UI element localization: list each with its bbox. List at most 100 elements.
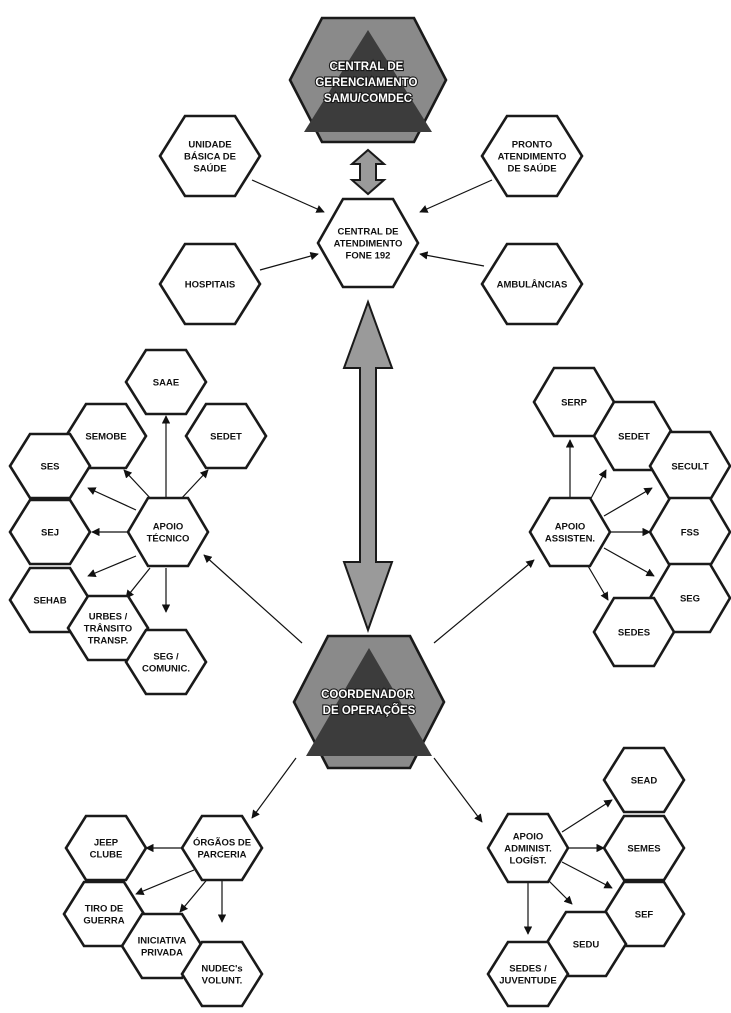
double-arrow-small (349, 148, 387, 196)
node-hospitais: HOSPITAIS (158, 242, 262, 326)
node-sej: SEJ (8, 498, 92, 566)
label-semes: SEMES (627, 844, 660, 855)
arrow-at-semobe (123, 469, 153, 501)
central-triangle-icon (304, 30, 432, 132)
label-serp: SERP (561, 398, 588, 409)
arrow-op-tiro (135, 869, 195, 895)
arrow-ad-sef (561, 861, 613, 889)
node-segcom: SEG /COMUNIC. (124, 628, 208, 696)
hex-apoio_admin-hub (486, 812, 570, 884)
node-sead: SEAD (602, 746, 686, 814)
arrow-ad-sead (561, 799, 613, 833)
label-sehab: SEHAB (33, 596, 66, 607)
hex-sedes (592, 596, 676, 668)
arrow-at-urbes (125, 567, 151, 599)
hex-hospitais (158, 242, 262, 326)
arrow-at-sehab (87, 555, 137, 577)
arrow-coord-to-orgaos (251, 757, 297, 819)
node-sedesjuv: SEDES /JUVENTUDE (486, 940, 570, 1008)
hex-ubs (158, 114, 262, 198)
label-sef: SEF (635, 910, 654, 921)
label-sej: SEJ (41, 528, 59, 539)
label-sedet: SEDET (210, 432, 242, 443)
coordenador-node: COORDENADOR DE OPERAÇÕES (292, 634, 446, 770)
label-ses: SES (40, 462, 59, 473)
arrow-ubs-to-atendimento (251, 179, 325, 213)
label-hospitais: HOSPITAIS (185, 280, 236, 291)
arrow-aa-seg (603, 547, 655, 577)
node-ambulancias: AMBULÂNCIAS (480, 242, 584, 326)
label-saae: SAAE (153, 378, 179, 389)
arrow-coord-to-apoio-admin (433, 757, 483, 823)
node-semes: SEMES (602, 814, 686, 882)
label-seg: SEG (680, 594, 700, 605)
arrow-coord-to-apoio-tecnico (203, 554, 303, 644)
central-label: CENTRAL DE GERENCIAMENTO SAMU/COMDEC (315, 61, 420, 105)
arrow-coord-to-apoio-assist (433, 559, 535, 644)
label-semobe: SEMOBE (85, 432, 126, 443)
label-sedesjuv: SEDES /JUVENTUDE (499, 964, 557, 987)
hex-saae (124, 348, 208, 416)
hex-pas (480, 114, 584, 198)
hex-iniciativa (120, 912, 204, 980)
arrow-ambulancias-to-atendimento (419, 251, 485, 267)
hex-sej (8, 498, 92, 566)
double-arrow-large (342, 299, 394, 634)
connectors (87, 179, 655, 935)
node-sedet: SEDET (184, 402, 268, 470)
label-secult: SECULT (671, 462, 708, 473)
arrow-hospitais-to-atendimento (259, 251, 319, 271)
arrow-op-iniciativa (179, 875, 211, 913)
hex-segcom (124, 628, 208, 696)
label-ambulancias: AMBULÂNCIAS (497, 279, 568, 291)
hex-apoio_assist-hub (528, 496, 612, 568)
hex-atendimento (316, 197, 420, 289)
block-arrows (342, 148, 394, 634)
node-fss: FSS (648, 496, 731, 568)
hex-sedesjuv (486, 940, 570, 1008)
node-saae: SAAE (124, 348, 208, 416)
arrow-aa-sedes (587, 565, 609, 601)
label-sedes: SEDES (618, 628, 650, 639)
label-sead: SEAD (631, 776, 658, 787)
coordenador-triangle-icon (306, 648, 432, 756)
hex-sead (602, 746, 686, 814)
hex-apoio_tecnico-hub (126, 496, 210, 568)
node-ses: SES (8, 432, 92, 500)
hex-sedet (184, 402, 268, 470)
hex-nudec (180, 940, 264, 1008)
label-fss: FSS (681, 528, 699, 539)
hex-semes (602, 814, 686, 882)
hex-ambulancias (480, 242, 584, 326)
central-gerenciamento-node: CENTRAL DE GERENCIAMENTO SAMU/COMDEC (288, 16, 448, 144)
arrow-at-ses (87, 487, 137, 511)
hex-orgaos-hub (180, 814, 264, 882)
coordenador-label: COORDENADOR DE OPERAÇÕES (321, 689, 417, 717)
label-segcom: SEG /COMUNIC. (142, 652, 190, 675)
label-sedu: SEDU (573, 940, 600, 951)
arrow-aa-secult (603, 487, 653, 517)
arrow-at-sedet (179, 469, 209, 501)
